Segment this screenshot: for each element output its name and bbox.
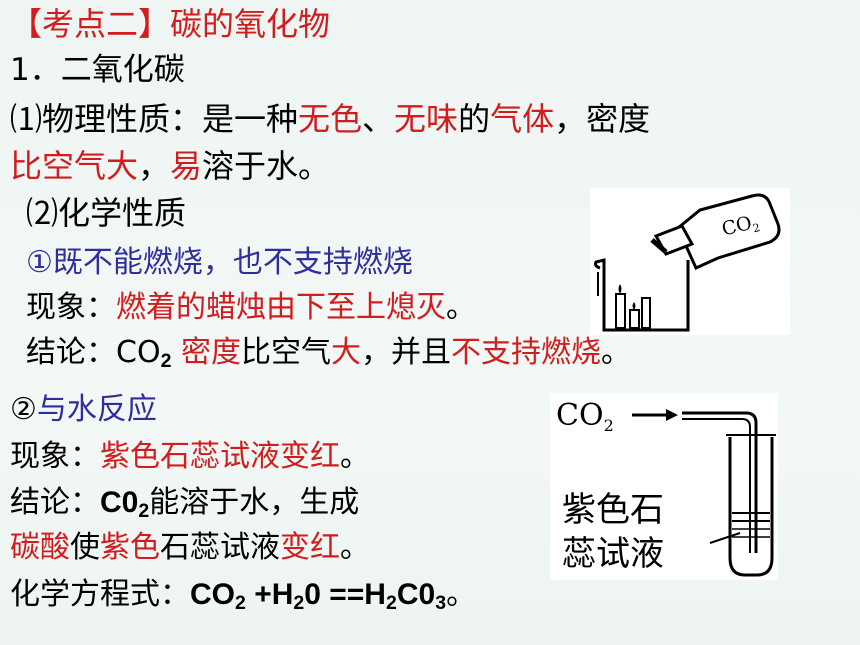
slide-heading: 【考点二】碳的氧化物 [10, 8, 330, 40]
test-tube-illustration: CO2 紫色石 蕊试液 [556, 398, 776, 577]
concl1-sub: 2 [160, 349, 172, 372]
eq-d: C0 [396, 578, 436, 611]
eq-c-sub: 2 [385, 591, 397, 614]
purple-text: 紫色 [100, 530, 160, 565]
point2-num: ② [10, 392, 37, 427]
beaker-icon [594, 258, 690, 332]
physical-label: ⑴物理性质：是一种 [10, 100, 299, 138]
eq-end: 。 [446, 577, 477, 612]
colorless-text: 无色 [298, 100, 363, 138]
eq-c: 0 ==H [304, 578, 386, 611]
phenomenon2-line: 现象：紫色石蕊试液变红。 [10, 442, 370, 472]
chemical-label: ⑵化学性质 [26, 194, 187, 232]
tube-label-2: 蕊试液 [562, 534, 664, 574]
phen1-end: 。 [446, 290, 476, 325]
eq-d-sub: 3 [435, 591, 447, 614]
eq-label: 化学方程式： [10, 577, 190, 612]
eq-b: +H [245, 578, 294, 611]
concl2-rest: 能溶于水，生成 [149, 485, 360, 520]
heading-bracket: 【考点二】 [10, 5, 171, 43]
concl2-formula: C0 [100, 486, 139, 519]
comma-text: ， [138, 147, 171, 185]
arrow-label: CO2 [556, 398, 614, 435]
delivery-tube [682, 411, 758, 553]
co2-litmus-figure: CO2 紫色石 蕊试液 [550, 393, 778, 580]
co2-bottle-icon [650, 193, 781, 270]
candles-icon [615, 284, 651, 329]
concl1-than: 比空气 [240, 335, 331, 370]
easily-text: 易 [170, 147, 203, 185]
acid-text: 碳酸 [10, 530, 70, 565]
point2-text: 与水反应 [36, 392, 157, 427]
gas-text: 气体 [490, 100, 555, 138]
eq-a: CO [190, 578, 235, 611]
concl1-big: 大 [330, 335, 361, 370]
phen2-label: 现象： [10, 439, 100, 474]
equation-line: 化学方程式：CO2 +H20 ==H2C03。 [10, 580, 476, 613]
concl2-label: 结论： [10, 485, 100, 520]
arrow-icon [632, 409, 678, 421]
concl1-density: 密度 [171, 335, 241, 370]
eq-a-sub: 2 [235, 591, 246, 614]
phen1-text: 燃着的蜡烛由下至上熄灭 [116, 290, 446, 325]
concl1-label: 结论：CO [26, 335, 161, 370]
soluble-text: 溶于水。 [202, 147, 331, 185]
concl1-end: 。 [600, 335, 631, 370]
concl2-sub: 2 [138, 499, 150, 522]
beaker-candles-illustration: CO2 [594, 193, 781, 332]
litmus-text: 石蕊试液 [160, 530, 280, 565]
conclusion2b-line: 碳酸使紫色石蕊试液变红。 [10, 533, 370, 563]
heading-title: 碳的氧化物 [170, 5, 331, 43]
concl2b-end: 。 [340, 530, 370, 565]
phenomenon1-line: 现象：燃着的蜡烛由下至上熄灭。 [26, 293, 476, 323]
sep-text: 、 [362, 100, 395, 138]
concl1-and: ，并且 [360, 335, 451, 370]
concl1-not: 不支持燃烧 [450, 335, 601, 370]
phen2-text: 紫色石蕊试液变红 [100, 439, 340, 474]
heavier-text: 比空气大 [10, 147, 139, 185]
tube-label-1: 紫色石 [562, 490, 664, 530]
make-text: 使 [70, 530, 100, 565]
of-text: 的 [458, 100, 491, 138]
conclusion1-line: 结论：CO2 密度比空气大，并且不支持燃烧。 [26, 338, 631, 371]
test-tube-icon [728, 437, 774, 577]
point1-text: ①既不能燃烧，也不支持燃烧 [26, 245, 413, 280]
density-text: ，密度 [554, 100, 651, 138]
point2-line: ②与水反应 [10, 395, 157, 425]
section-title: 1．二氧化碳 [10, 52, 185, 88]
odorless-text: 无味 [394, 100, 459, 138]
co2-pouring-figure: CO2 [590, 188, 790, 335]
eq-b-sub: 2 [293, 591, 305, 614]
phen2-end: 。 [340, 439, 370, 474]
physical-properties-line1: ⑴物理性质：是一种无色、无味的气体，密度 [10, 103, 650, 135]
phen1-label: 现象： [26, 290, 116, 325]
physical-properties-line2: 比空气大，易溶于水。 [10, 150, 330, 182]
red-text: 变红 [280, 530, 340, 565]
conclusion2-line: 结论：C02能溶于水，生成 [10, 488, 359, 521]
